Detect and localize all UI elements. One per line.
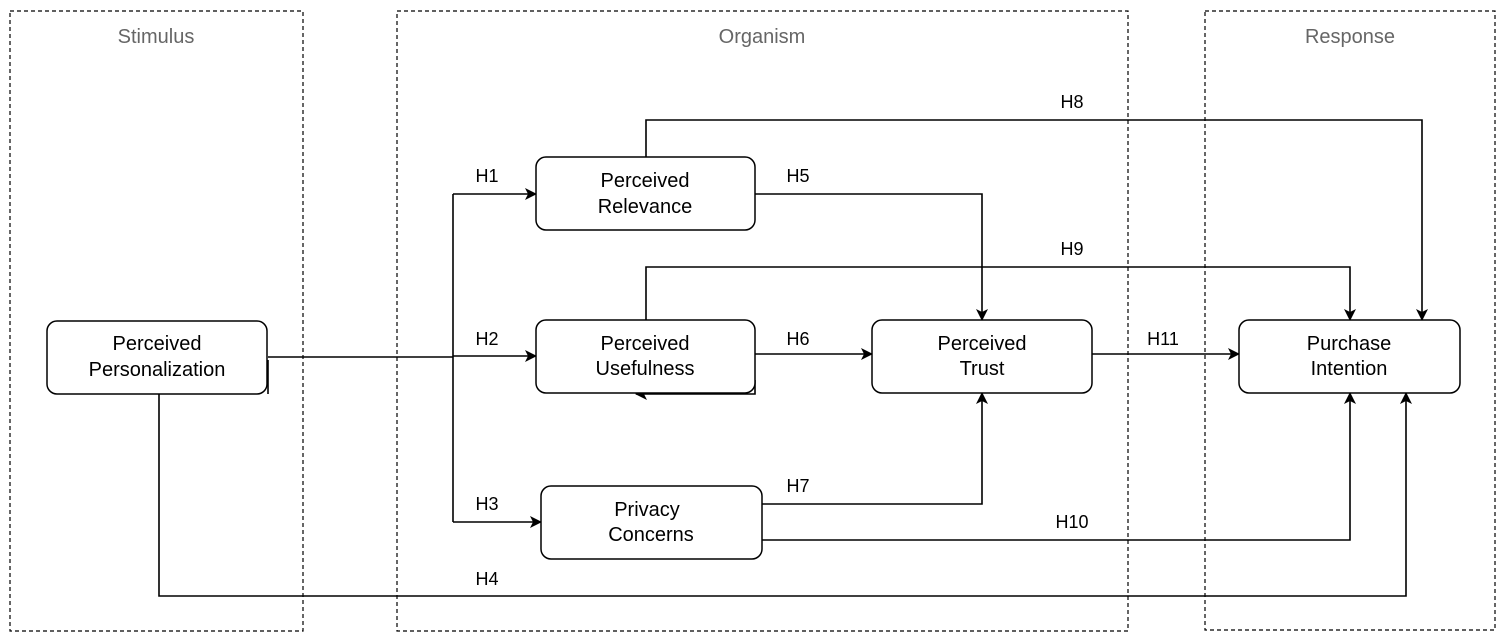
node-purchase-intention-label: Purchase bbox=[1307, 333, 1392, 355]
response-group: Response bbox=[1204, 10, 1496, 631]
node-privacy-concerns-label: Privacy bbox=[614, 499, 680, 521]
organism-group-title: Organism bbox=[719, 26, 806, 48]
node-perceived-relevance-label-2: Relevance bbox=[598, 196, 693, 218]
node-perceived-trust-label-2: Trust bbox=[960, 358, 1005, 380]
label-h8: H8 bbox=[1060, 92, 1083, 112]
node-perceived-usefulness-label: Perceived bbox=[601, 333, 690, 355]
node-perceived-usefulness-label-2: Usefulness bbox=[596, 358, 695, 380]
node-purchase-intention-label-2: Intention bbox=[1311, 358, 1388, 380]
node-perceived-personalization: Perceived Personalization bbox=[46, 320, 268, 395]
label-h3: H3 bbox=[475, 494, 498, 514]
node-privacy-concerns-label-2: Concerns bbox=[608, 524, 694, 546]
node-perceived-trust: Perceived Trust bbox=[871, 319, 1093, 394]
node-privacy-concerns-box bbox=[540, 485, 763, 560]
node-perceived-personalization-label: Perceived bbox=[113, 333, 202, 355]
label-h4: H4 bbox=[475, 569, 498, 589]
edge-h8 bbox=[645, 119, 1428, 321]
edge-h7 bbox=[762, 392, 988, 505]
node-purchase-intention: Purchase Intention bbox=[1238, 319, 1461, 394]
stimulus-group-title: Stimulus bbox=[118, 26, 195, 48]
node-perceived-trust-box bbox=[871, 319, 1093, 394]
node-purchase-intention-box bbox=[1238, 319, 1461, 394]
node-perceived-usefulness-box bbox=[535, 319, 756, 394]
edge-h5 bbox=[755, 193, 988, 321]
label-h7: H7 bbox=[786, 476, 809, 496]
node-perceived-personalization-label-2: Personalization bbox=[89, 359, 226, 381]
label-h9: H9 bbox=[1060, 239, 1083, 259]
node-perceived-personalization-box bbox=[46, 320, 268, 395]
organism-group: Organism bbox=[396, 10, 1129, 632]
edge-h10 bbox=[762, 392, 1356, 541]
node-perceived-usefulness: Perceived Usefulness bbox=[535, 319, 756, 394]
edge-h9 bbox=[645, 266, 1356, 321]
label-h2: H2 bbox=[475, 329, 498, 349]
label-h11: H11 bbox=[1147, 329, 1179, 349]
stimulus-group: Stimulus bbox=[9, 10, 304, 632]
node-privacy-concerns: Privacy Concerns bbox=[540, 485, 763, 560]
organism-group-border bbox=[396, 10, 1129, 632]
stimulus-group-border bbox=[9, 10, 304, 632]
label-h5: H5 bbox=[786, 166, 809, 186]
label-h6: H6 bbox=[786, 329, 809, 349]
response-group-border bbox=[1204, 10, 1496, 631]
node-perceived-relevance-box bbox=[535, 156, 756, 231]
edge-h4 bbox=[158, 392, 1412, 597]
response-group-title: Response bbox=[1305, 26, 1395, 48]
label-h10: H10 bbox=[1055, 512, 1088, 532]
node-perceived-relevance: Perceived Relevance bbox=[535, 156, 756, 231]
label-h1: H1 bbox=[475, 166, 498, 186]
node-perceived-trust-label: Perceived bbox=[938, 333, 1027, 355]
node-perceived-relevance-label: Perceived bbox=[601, 170, 690, 192]
